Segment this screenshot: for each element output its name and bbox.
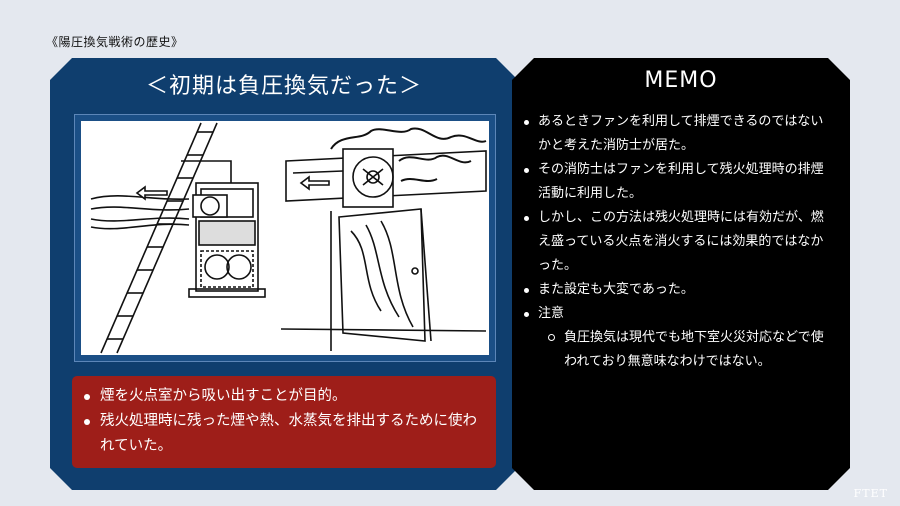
memo-item: あるときファンを利用して排煙できるのではないかと考えた消防士が居た。 <box>524 110 828 158</box>
memo-sublist: 負圧換気は現代でも地下室火災対応などで使われており無意味なわけではない。 <box>538 326 828 374</box>
window-frame <box>195 182 259 292</box>
memo-item: その消防士はファンを利用して残火処理時の排煙活動に利用した。 <box>524 158 828 206</box>
memo-item: しかし、この方法は残火処理時には有効だが、燃え盛っている火点を消火するには効果的… <box>524 206 828 278</box>
memo-item-label: 注意 <box>538 306 565 321</box>
summary-list: 煙を火点室から吸い出すことが目的。 残火処理時に残った煙や熱、水蒸気を排出するた… <box>72 376 496 459</box>
logo: FTET <box>853 487 888 500</box>
illustration-frame <box>74 114 496 362</box>
memo-subitem: 負圧換気は現代でも地下室火災対応などで使われており無意味なわけではない。 <box>548 326 828 374</box>
memo-list: あるときファンを利用して排煙できるのではないかと考えた消防士が居た。 その消防士… <box>524 110 828 374</box>
summary-item: 煙を火点室から吸い出すことが目的。 <box>84 384 482 409</box>
memo-title: MEMO <box>644 68 718 93</box>
memo-item: また設定も大変であった。 <box>524 278 828 302</box>
illustration <box>81 121 489 355</box>
ventilation-illustration <box>90 122 487 354</box>
breadcrumb: 《陽圧換気戦術の歴史》 <box>46 35 184 49</box>
memo-item: 注意 負圧換気は現代でも地下室火災対応などで使われており無意味なわけではない。 <box>524 302 828 374</box>
memo-panel: MEMO あるときファンを利用して排煙できるのではないかと考えた消防士が居た。 … <box>512 58 850 490</box>
left-panel: ＜初期は負圧換気だった＞ <box>50 58 518 490</box>
summary-box: 煙を火点室から吸い出すことが目的。 残火処理時に残った煙や熱、水蒸気を排出するた… <box>72 376 496 468</box>
summary-item: 残火処理時に残った煙や熱、水蒸気を排出するために使われていた。 <box>84 409 482 459</box>
slide-title: ＜初期は負圧換気だった＞ <box>145 74 422 99</box>
